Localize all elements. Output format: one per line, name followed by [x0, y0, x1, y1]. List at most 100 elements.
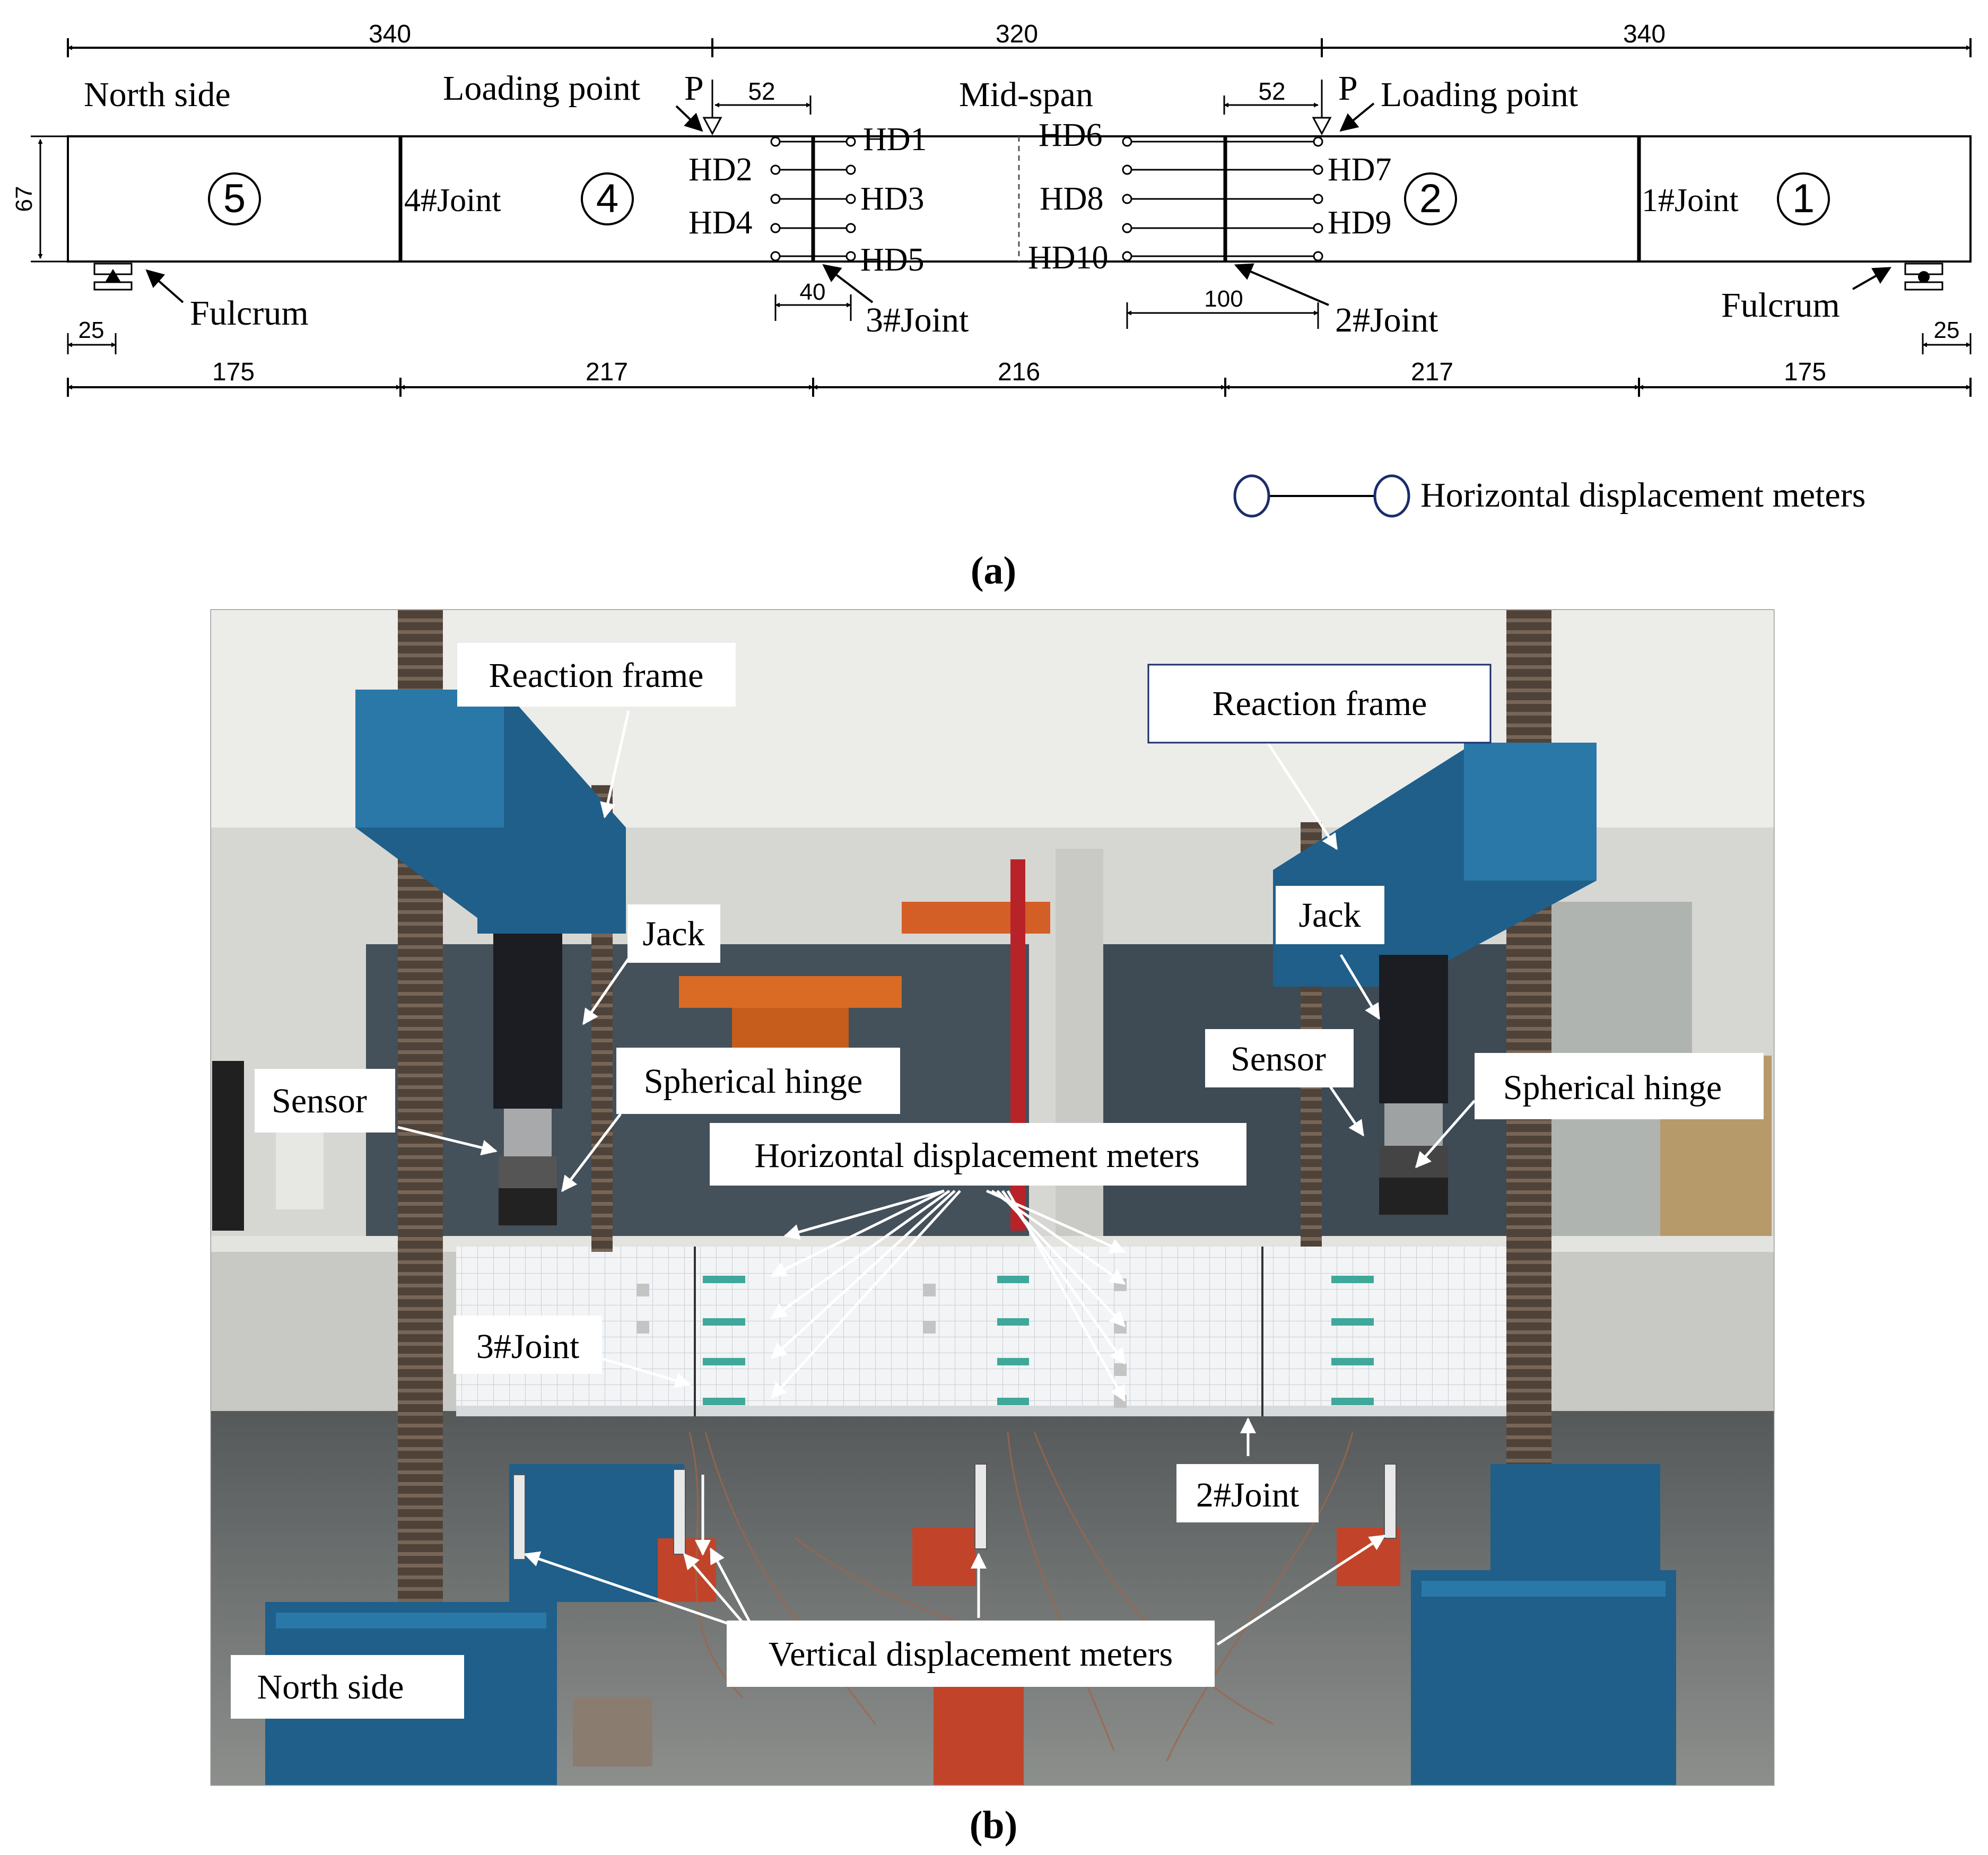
vertical-meter-sensors: [513, 1464, 1397, 1560]
offset-dim-left: 52: [748, 77, 775, 105]
midspan-label: Mid-span: [959, 75, 1093, 114]
hd1-label: HD1: [863, 121, 927, 158]
top-dimension-line: [67, 38, 1972, 57]
svg-text:2#Joint: 2#Joint: [1196, 1476, 1299, 1514]
svg-text:2: 2: [1419, 176, 1442, 221]
end-dim-left: 25: [79, 317, 104, 343]
label-reaction-frame-right: Reaction frame: [1147, 664, 1492, 744]
hd5-label: HD5: [860, 242, 925, 278]
label-vertical-meters: Vertical displacement meters: [727, 1621, 1215, 1687]
label-jack-left: Jack: [627, 904, 720, 963]
label-north-side: North side: [231, 1655, 464, 1719]
bottom-dim-1: 175: [212, 358, 255, 386]
label-reaction-frame-left: Reaction frame: [457, 643, 736, 707]
top-dim-1: 340: [369, 20, 411, 48]
dim-40: 40: [800, 279, 826, 305]
label-joint-3: 3#Joint: [454, 1316, 602, 1374]
fulcrum-right-arrow: [1852, 267, 1891, 290]
segment-1: 1: [1777, 172, 1830, 225]
joint-dims: [774, 294, 1319, 329]
top-dim-2: 320: [996, 20, 1038, 48]
offset-dim-right: 52: [1258, 77, 1285, 105]
svg-text:Jack: Jack: [642, 915, 704, 953]
hd7-label: HD7: [1328, 152, 1392, 188]
horizontal-meter-sensors: [703, 1276, 1374, 1405]
fulcrum-right-label: Fulcrum: [1721, 286, 1840, 325]
caption-a: (a): [971, 549, 1016, 593]
joint-2-arrow: [1234, 263, 1329, 306]
label-joint-2: 2#Joint: [1176, 1464, 1319, 1522]
joint-4-label: 4#Joint: [404, 182, 501, 219]
loading-point-right-arrow: [1339, 102, 1375, 132]
label-jack-right: Jack: [1276, 886, 1384, 944]
segment-4: 4: [581, 172, 634, 225]
svg-text:Jack: Jack: [1298, 896, 1361, 935]
legend-displacement-meter-icon: [1233, 474, 1410, 518]
hd-gauges-right: [1122, 136, 1323, 262]
dim-100: 100: [1204, 286, 1243, 312]
loading-point-left-arrow: [675, 105, 703, 132]
hd8-label: HD8: [1040, 181, 1104, 217]
hd9-label: HD9: [1328, 205, 1392, 241]
hd3-label: HD3: [860, 181, 925, 217]
bottom-dim-4: 217: [1411, 358, 1453, 386]
svg-text:Horizontal displacement meters: Horizontal displacement meters: [754, 1136, 1199, 1175]
bottom-dim-5: 175: [1784, 358, 1826, 386]
svg-text:Reaction frame: Reaction frame: [1213, 684, 1427, 723]
north-side-label: North side: [84, 75, 231, 114]
load-symbol-left: P: [684, 69, 704, 108]
svg-text:Sensor: Sensor: [1231, 1040, 1326, 1078]
legend-label: Horizontal displacement meters: [1420, 476, 1865, 515]
svg-text:1: 1: [1792, 176, 1815, 221]
photo-leader-arrows: [397, 710, 1476, 1646]
height-dim-label: 67: [11, 186, 37, 212]
svg-text:4: 4: [596, 176, 618, 221]
bottom-dimension-line: [67, 378, 1972, 397]
hd-gauges-left: [770, 136, 856, 262]
joint-3-label: 3#Joint: [866, 301, 969, 339]
fulcrum-left-label: Fulcrum: [190, 294, 309, 333]
load-triangle-right-icon: [1312, 117, 1332, 136]
caption-b: (b): [970, 1804, 1017, 1847]
hd4-label: HD4: [688, 205, 753, 241]
bottom-dim-2: 217: [586, 358, 628, 386]
label-spherical-hinge-left: Spherical hinge: [616, 1048, 900, 1114]
joint-3-arrow: [822, 264, 874, 303]
left-reaction-frame: [355, 610, 626, 1751]
fulcrum-left-icon: [93, 263, 133, 291]
panel-b-test-setup-photo: Reaction frame Reaction frame Jack Jack …: [210, 609, 1775, 1847]
hd6-label: HD6: [1039, 117, 1103, 153]
svg-text:Spherical hinge: Spherical hinge: [644, 1062, 862, 1101]
hd10-label: HD10: [1028, 240, 1109, 276]
svg-text:North side: North side: [257, 1668, 404, 1706]
load-triangle-left-icon: [702, 117, 722, 136]
segment-2: 2: [1404, 172, 1457, 225]
end-dims: [67, 333, 1972, 354]
svg-text:Vertical displacement meters: Vertical displacement meters: [769, 1635, 1173, 1674]
svg-text:Spherical hinge: Spherical hinge: [1503, 1068, 1722, 1107]
panel-a-beam-diagram: 340 320 340 North side Loading point P M…: [11, 20, 1972, 593]
joint-2-label: 2#Joint: [1335, 301, 1438, 339]
test-beam: [456, 1247, 1517, 1416]
svg-text:5: 5: [223, 176, 246, 221]
label-sensor-right: Sensor: [1205, 1029, 1354, 1087]
loading-point-left-label: Loading point: [443, 69, 640, 108]
hd2-label: HD2: [688, 152, 753, 188]
label-sensor-left: Sensor: [255, 1069, 395, 1133]
label-horizontal-meters: Horizontal displacement meters: [710, 1123, 1246, 1186]
end-dim-right: 25: [1934, 317, 1960, 343]
svg-text:Sensor: Sensor: [272, 1082, 367, 1120]
height-dimension: [31, 135, 68, 263]
fulcrum-right-icon: [1904, 263, 1943, 291]
svg-text:3#Joint: 3#Joint: [476, 1327, 579, 1366]
label-spherical-hinge-right: Spherical hinge: [1475, 1053, 1764, 1119]
bottom-dim-3: 216: [998, 358, 1040, 386]
svg-text:Reaction frame: Reaction frame: [489, 656, 704, 695]
load-symbol-right: P: [1338, 69, 1358, 108]
top-dim-3: 340: [1623, 20, 1666, 48]
segment-5: 5: [208, 172, 261, 225]
offset-dims: [711, 80, 1323, 122]
loading-point-right-label: Loading point: [1381, 75, 1578, 114]
base-supports: [265, 1464, 1676, 1785]
